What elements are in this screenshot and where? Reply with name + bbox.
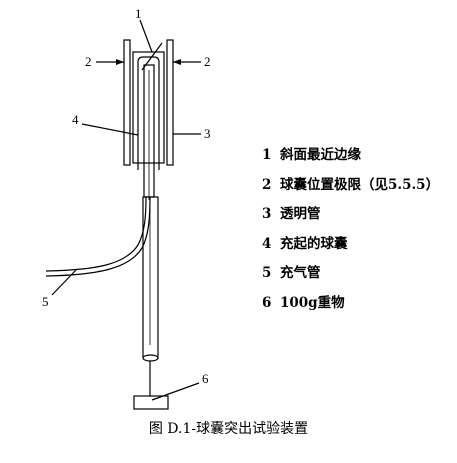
label-2-right: 2	[204, 54, 211, 69]
label-2-left: 2	[85, 54, 92, 69]
label-5: 5	[42, 294, 49, 309]
inflation-line	[45, 196, 147, 272]
limit-plate-right	[166, 39, 174, 166]
legend-num: 3	[262, 206, 272, 223]
legend-text: 斜面最近边缘	[280, 147, 361, 163]
legend-item-4: 4 充起的球囊	[262, 232, 452, 262]
legend-item-5: 5 充气管	[262, 261, 452, 291]
legend-item-6: 6 100g重物	[262, 291, 452, 321]
limit-plate-left	[123, 39, 131, 166]
figure-caption: 图 D.1-球囊突出试验装置	[148, 421, 309, 437]
legend-num: 4	[262, 235, 272, 252]
label-6: 6	[202, 371, 209, 386]
legend-item-3: 3 透明管	[262, 202, 452, 232]
legend-text: 充气管	[280, 265, 321, 282]
legend-num: 5	[262, 265, 272, 282]
legend-num: 1	[262, 147, 272, 163]
legend-text: 透明管	[280, 206, 321, 223]
tube-end	[142, 354, 159, 362]
label-4: 4	[72, 112, 79, 127]
label-1: 1	[135, 6, 142, 21]
legend-item-1: 1 斜面最近边缘	[262, 143, 452, 173]
legend-num: 2	[262, 176, 272, 193]
weight-100g	[133, 395, 169, 410]
label-3: 3	[204, 126, 211, 141]
transparent-tube	[132, 51, 165, 164]
legend-text: 充起的球囊	[280, 235, 348, 252]
legend-num: 6	[262, 294, 272, 311]
legend-text: 球囊位置极限（见5.5.5）	[280, 176, 440, 193]
legend: 1 斜面最近边缘 2 球囊位置极限（见5.5.5） 3 透明管 4 充起的球囊 5 充气管…	[262, 143, 452, 321]
inflated-balloon	[137, 56, 160, 170]
legend-item-2: 2 球囊位置极限（见5.5.5）	[262, 173, 452, 203]
legend-text: 100g重物	[280, 294, 345, 311]
bevel-edge	[141, 42, 163, 71]
